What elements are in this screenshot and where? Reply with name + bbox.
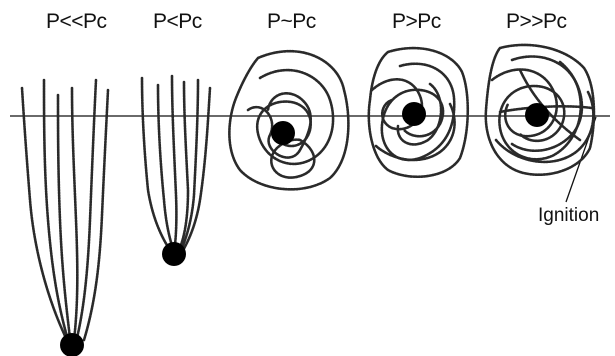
particle-dot <box>60 333 84 356</box>
trajectory-streak <box>84 90 108 340</box>
panel-2-trajectories <box>142 76 210 266</box>
trajectory-loop <box>229 51 348 189</box>
panel-1-trajectories <box>22 80 108 356</box>
panel-4-trajectories <box>369 48 468 177</box>
trajectory-streak <box>72 88 77 340</box>
trajectory-loop <box>257 70 333 164</box>
trajectory-streak <box>180 80 198 252</box>
panel-5-trajectories <box>486 45 594 175</box>
particle-dot <box>162 242 186 266</box>
particle-dot <box>525 103 549 127</box>
trajectory-streak <box>178 82 188 252</box>
trajectory-loop <box>520 70 580 140</box>
trajectory-streak <box>172 76 176 252</box>
trajectory-loop <box>496 92 593 162</box>
panel-3-trajectories <box>229 51 348 189</box>
particle-dot <box>402 102 426 126</box>
trajectory-streak <box>44 80 68 340</box>
particle-dot <box>271 121 295 145</box>
